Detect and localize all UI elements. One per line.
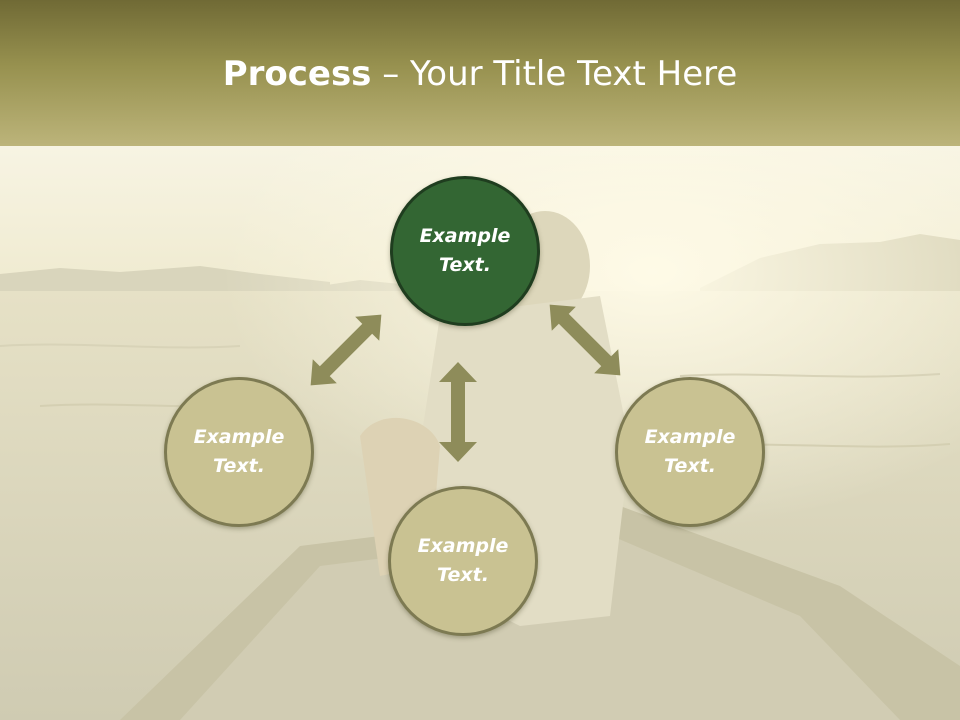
title-bold: Process	[222, 54, 372, 94]
background-photo	[0, 146, 960, 720]
slide-title: Process – Your Title Text Here	[0, 52, 960, 96]
title-bar: Process – Your Title Text Here	[0, 0, 960, 146]
title-rest: – Your Title Text Here	[371, 54, 738, 94]
